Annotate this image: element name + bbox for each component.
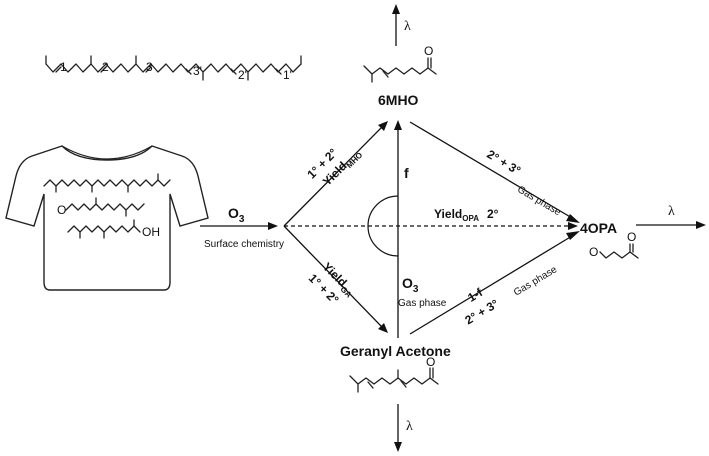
- fraction-f-label: f: [404, 165, 409, 181]
- squalene-label-2p: 2': [238, 68, 247, 82]
- mho-opa-order-label: 2° + 3°: [485, 147, 524, 178]
- shirt-aldehyde-o: O: [57, 203, 66, 217]
- branch-arrows: [283, 121, 578, 333]
- shirt-acid-oh: OH: [142, 225, 160, 239]
- ga-name: Geranyl Acetone: [340, 343, 451, 359]
- ga-opa-order-label: 2° + 3°: [462, 296, 501, 327]
- mho-photolysis-arrow: λ: [392, 4, 411, 46]
- ga-gas-phase-label: Gas phase: [398, 298, 447, 309]
- squalene-label-3p: 3': [193, 64, 202, 78]
- squalene-structure: 1 2 3 3' 2' 1': [45, 55, 302, 82]
- ga-ozone-label: O3: [402, 275, 419, 295]
- mho-carbonyl-o: O: [424, 44, 433, 58]
- one-minus-f-label: 1-f: [465, 285, 486, 305]
- squalene-label-1p: 1': [283, 68, 292, 82]
- ga-to-opa-labels: 1-f 2° + 3° Gas phase: [462, 264, 559, 327]
- opa-name: 4OPA: [580, 220, 617, 236]
- opa-ketone-o: O: [627, 230, 636, 244]
- ga-structure: [349, 367, 439, 393]
- squalene-label-1: 1: [60, 60, 67, 74]
- opa-aldehyde-o: O: [589, 245, 598, 259]
- lambda-right: λ: [668, 204, 675, 219]
- ozone-label: O3: [228, 205, 245, 225]
- surface-chemistry-label: Surface chemistry: [204, 239, 284, 250]
- lambda-top: λ: [404, 19, 411, 34]
- opa-photolysis-arrow: λ: [636, 204, 706, 229]
- ga-photolysis-arrow: λ: [394, 404, 413, 452]
- vertical-arrow: f O3 Gas phase: [367, 120, 447, 338]
- squalene-label-2: 2: [102, 60, 109, 74]
- opa-structure: [599, 243, 639, 259]
- ga-to-opa-arrow: [409, 231, 580, 335]
- ozone-surface-arrow: O3 Surface chemistry: [200, 205, 284, 250]
- ga-opa-phase-label: Gas phase: [512, 264, 559, 299]
- mho-structure: [363, 57, 437, 83]
- mho-opa-phase-label: Gas phase: [515, 184, 563, 218]
- mho-name: 6MHO: [378, 92, 419, 108]
- lambda-bottom: λ: [406, 419, 413, 434]
- mho-to-opa-arrow: [409, 121, 580, 223]
- squalene-label-3: 3: [146, 60, 153, 74]
- lower-branch-labels: YieldGA 1° + 2°: [306, 260, 354, 307]
- tshirt-icon: O OH: [5, 145, 209, 291]
- upper-branch-labels: 1° + 2° YieldMHO: [304, 146, 364, 189]
- ga-carbonyl-o: O: [426, 355, 435, 369]
